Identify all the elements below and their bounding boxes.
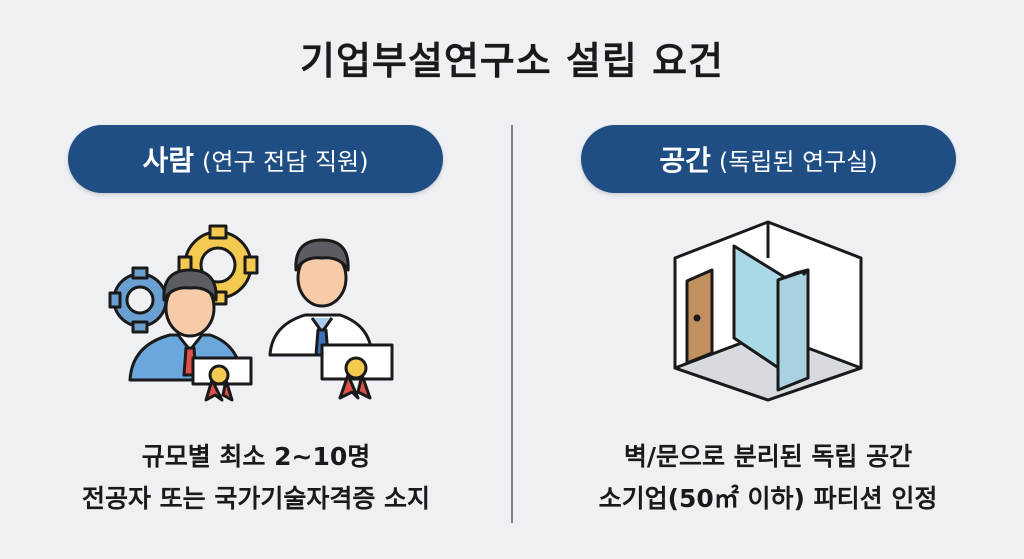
- space-heading: 공간: [659, 144, 711, 177]
- people-heading-sub: (연구 전담 직원): [202, 147, 369, 176]
- people-heading-pill: 사람 (연구 전담 직원): [68, 125, 443, 193]
- isolated-room-illustration: [673, 220, 863, 402]
- scientist-avatar: [268, 238, 374, 357]
- people-requirement-line: 전공자 또는 국가기술자격증 소지: [81, 484, 431, 513]
- column-divider: [511, 125, 513, 523]
- space-heading-pill: 공간 (독립된 연구실): [581, 125, 956, 193]
- people-heading: 사람: [142, 144, 195, 177]
- blue-gear-icon: [108, 266, 168, 334]
- space-heading-sub: (독립된 연구실): [718, 147, 878, 176]
- people-requirement-line: 규모별 최소 2~10명: [141, 442, 371, 471]
- partition-panel: [776, 268, 810, 392]
- certificate-icon: [191, 356, 253, 402]
- space-requirement-line: 소기업(50㎡ 이하) 파티션 인정: [598, 484, 938, 513]
- researchers-illustration: [108, 224, 394, 402]
- page-title: 기업부설연구소 설립 요건: [299, 39, 725, 83]
- people-requirements: 규모별 최소 2~10명 전공자 또는 국가기술자격증 소지: [0, 436, 512, 520]
- floor: [673, 331, 863, 402]
- yellow-gear-icon: [177, 224, 259, 306]
- certificate-icon: [320, 343, 394, 400]
- space-requirements: 벽/문으로 분리된 독립 공간 소기업(50㎡ 이하) 파티션 인정: [512, 436, 1024, 520]
- space-requirement-line: 벽/문으로 분리된 독립 공간: [623, 442, 913, 471]
